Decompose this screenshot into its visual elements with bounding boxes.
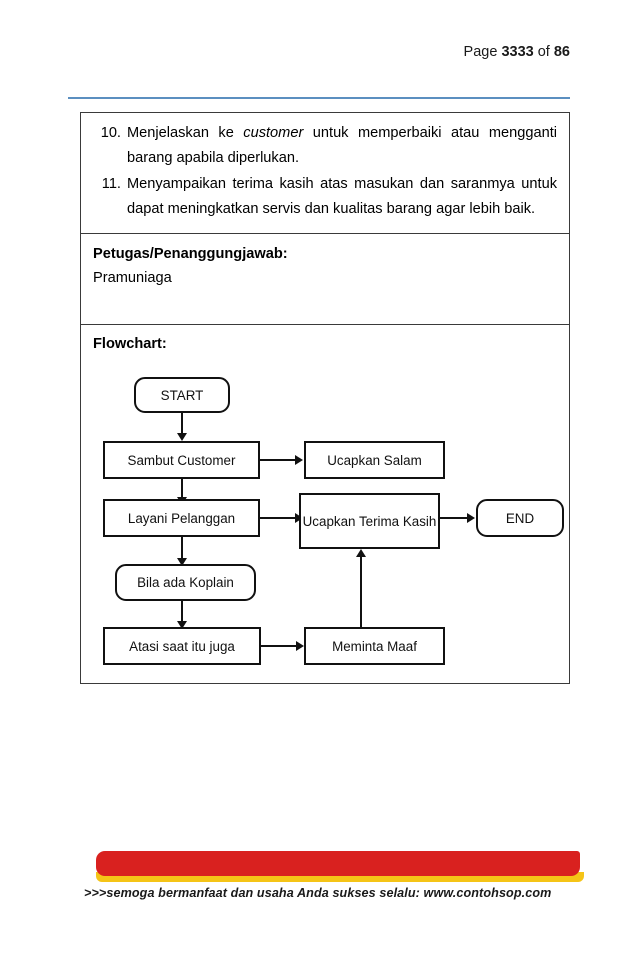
- step-text-before: Menyampaikan terima kasih atas masukan d…: [127, 176, 557, 217]
- flow-node-label: Layani Pelanggan: [127, 510, 236, 526]
- step-text-italic: customer: [243, 125, 304, 141]
- arrowhead-up-icon: [356, 549, 366, 557]
- connector-start-to-sambut: [181, 413, 183, 435]
- arrowhead-right-icon: [295, 455, 303, 465]
- connector-maaf-to-terimakasih: [360, 555, 362, 627]
- step-text: Menjelaskan ke customer untuk memperbaik…: [127, 121, 557, 171]
- step-number: 11.: [101, 176, 121, 192]
- flow-node-label: Ucapkan Terima Kasih: [302, 513, 437, 529]
- flow-node-atasi-saat-itu-juga[interactable]: Atasi saat itu juga: [103, 627, 261, 665]
- connector-layani-to-terimakasih: [260, 517, 297, 519]
- arrowhead-down-icon: [177, 621, 187, 629]
- footer-band-yellow: [96, 872, 584, 882]
- list-item: 11. Menyampaikan terima kasih atas masuk…: [93, 172, 557, 222]
- connector-koplain-to-atasi: [181, 601, 183, 625]
- arrowhead-down-icon: [177, 558, 187, 566]
- flow-node-end[interactable]: END: [476, 499, 564, 537]
- flow-node-label: Sambut Customer: [127, 452, 236, 468]
- flow-node-meminta-maaf[interactable]: Meminta Maaf: [304, 627, 445, 665]
- arrowhead-down-icon: [177, 433, 187, 441]
- arrowhead-right-icon: [296, 641, 304, 651]
- connector-terimakasih-to-end: [440, 517, 469, 519]
- step-text: Menyampaikan terima kasih atas masukan d…: [127, 172, 557, 222]
- flow-node-ucapkan-salam[interactable]: Ucapkan Salam: [304, 441, 445, 479]
- step-number: 10.: [100, 125, 121, 141]
- footer-tagline: >>>semoga bermanfaat dan usaha Anda suks…: [84, 886, 552, 900]
- current-page-number: 3333: [501, 44, 534, 60]
- flow-node-ucapkan-terima-kasih[interactable]: Ucapkan Terima Kasih: [299, 493, 440, 549]
- flow-node-label: Atasi saat itu juga: [129, 638, 235, 654]
- flow-node-label: START: [160, 387, 204, 403]
- flow-node-label: Ucapkan Salam: [327, 452, 422, 468]
- flow-node-label: Bila ada Koplain: [137, 575, 234, 590]
- responsible-party-value: Pramuniaga: [93, 270, 172, 286]
- flow-node-label: Meminta Maaf: [332, 638, 417, 654]
- connector-sambut-to-salam: [260, 459, 297, 461]
- flow-node-label: END: [505, 510, 535, 526]
- arrowhead-right-icon: [467, 513, 475, 523]
- document-table: 10. Menjelaskan ke customer untuk memper…: [80, 112, 570, 684]
- steps-cell: 10. Menjelaskan ke customer untuk memper…: [81, 113, 569, 233]
- header-divider-rule: [68, 97, 570, 99]
- page-number-header: Page 3333 of 86: [435, 42, 570, 62]
- connector-sambut-to-layani: [181, 479, 183, 499]
- flow-node-bila-ada-koplain[interactable]: Bila ada Koplain: [115, 564, 256, 601]
- responsible-party-label: Petugas/Penanggungjawab:: [93, 246, 288, 262]
- page-label: Page: [463, 44, 502, 60]
- flowchart-cell: Flowchart: START Sambut Customer Ucapkan…: [81, 324, 569, 683]
- page-of-label: of: [533, 44, 554, 60]
- list-item: 10. Menjelaskan ke customer untuk memper…: [93, 121, 557, 171]
- step-text-before: Menjelaskan ke: [127, 125, 244, 141]
- flow-node-layani-pelanggan[interactable]: Layani Pelanggan: [103, 499, 260, 537]
- flow-node-start[interactable]: START: [134, 377, 230, 413]
- flowchart-diagram: START Sambut Customer Ucapkan Salam Laya…: [93, 355, 564, 673]
- responsible-party-cell: Petugas/Penanggungjawab: Pramuniaga: [81, 233, 569, 324]
- footer-band-red: [96, 851, 580, 876]
- flow-node-sambut-customer[interactable]: Sambut Customer: [103, 441, 260, 479]
- total-page-number: 86: [553, 44, 570, 60]
- connector-atasi-to-maaf: [261, 645, 298, 647]
- procedure-steps-list: 10. Menjelaskan ke customer untuk memper…: [93, 121, 557, 222]
- flowchart-label: Flowchart:: [93, 336, 167, 352]
- connector-layani-to-koplain: [181, 537, 183, 561]
- step-text-after: untuk memperbaiki atau mengganti barang …: [127, 125, 557, 166]
